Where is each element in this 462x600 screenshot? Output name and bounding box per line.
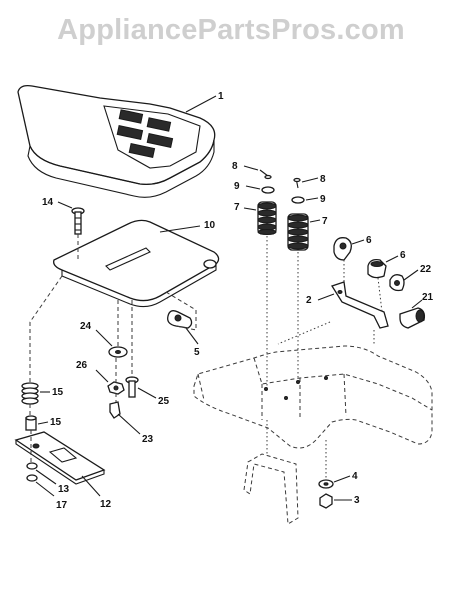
callout-26: 26 xyxy=(76,360,88,371)
callout-6a: 6 xyxy=(366,235,372,246)
tractor-frame-outline xyxy=(193,345,433,449)
bolt-8-left-part xyxy=(243,165,272,180)
callout-5: 5 xyxy=(194,347,200,358)
assembly-line xyxy=(165,291,197,331)
nut-3-part xyxy=(319,493,352,509)
callout-8b: 8 xyxy=(320,174,326,185)
callout-3: 3 xyxy=(354,495,360,506)
washer-9-left-part xyxy=(245,185,275,194)
nut-13-part xyxy=(26,462,57,485)
callout-9b: 9 xyxy=(320,194,326,205)
knob-21-part xyxy=(399,299,426,329)
watermark-text: AppliancePartsPros.com xyxy=(57,14,405,46)
callout-8a: 8 xyxy=(232,161,238,172)
assembly-line xyxy=(377,277,383,313)
pin-5-part xyxy=(167,310,199,345)
knob-6-right-part xyxy=(367,255,399,279)
seat-part xyxy=(17,84,217,198)
callout-24: 24 xyxy=(80,321,92,332)
bolt-8-right-part xyxy=(293,177,319,189)
washer-17-part xyxy=(26,474,55,497)
washer-24-part xyxy=(95,329,128,358)
callout-13: 13 xyxy=(58,484,70,495)
bolt-25-part xyxy=(125,376,157,399)
bracket-12-part xyxy=(14,431,106,497)
spring-7-left-part xyxy=(243,201,277,235)
spring-7-right-part xyxy=(287,213,321,251)
callout-15a: 15 xyxy=(52,387,64,398)
nut-26-part xyxy=(95,369,125,395)
spacer-15-part xyxy=(25,415,49,431)
bracket-2-part xyxy=(317,281,389,329)
callout-25: 25 xyxy=(158,396,170,407)
lower-bracket-part xyxy=(243,453,299,525)
callout-14: 14 xyxy=(42,197,54,208)
callout-10: 10 xyxy=(204,220,216,231)
callout-7b: 7 xyxy=(322,216,328,227)
callout-23: 23 xyxy=(142,434,154,445)
bolt-14-part xyxy=(57,201,85,235)
seat-pan-part xyxy=(53,219,220,308)
callout-15b: 15 xyxy=(50,417,62,428)
knob-6-left-part xyxy=(333,237,365,261)
washer-9-right-part xyxy=(291,196,319,204)
callout-2: 2 xyxy=(306,295,312,306)
callout-4: 4 xyxy=(352,471,358,482)
callout-6b: 6 xyxy=(400,250,406,261)
assembly-line xyxy=(29,275,63,384)
assembly-line xyxy=(277,321,331,345)
callout-17: 17 xyxy=(56,500,68,511)
callout-1: 1 xyxy=(218,91,224,102)
callout-22: 22 xyxy=(420,264,432,275)
callout-21: 21 xyxy=(422,292,434,303)
spring-15-part xyxy=(21,382,50,405)
callout-9a: 9 xyxy=(234,181,240,192)
washer-4-part xyxy=(318,475,351,489)
callout-7a: 7 xyxy=(234,202,240,213)
bushing-22-part xyxy=(389,269,419,292)
callout-12: 12 xyxy=(100,499,112,510)
bolt-23-part xyxy=(109,401,141,435)
